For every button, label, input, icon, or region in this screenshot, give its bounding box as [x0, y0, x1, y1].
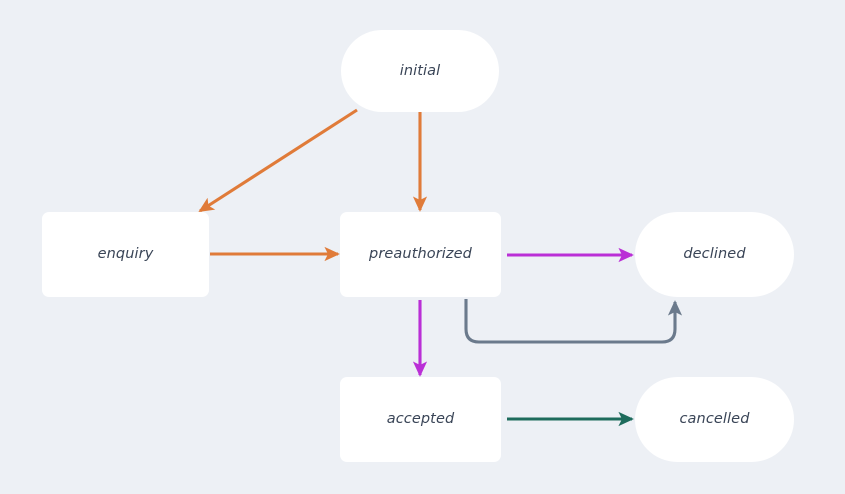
node-accepted[interactable]: accepted [340, 377, 501, 462]
node-initial-label: initial [399, 62, 441, 79]
node-cancelled[interactable]: cancelled [635, 377, 794, 462]
edge-initial-to-enquiry [198, 108, 358, 213]
node-declined[interactable]: declined [635, 212, 794, 297]
node-initial[interactable]: initial [341, 30, 499, 112]
node-cancelled-label: cancelled [679, 411, 750, 428]
node-preauthorized-label: preauthorized [369, 246, 472, 263]
node-accepted-label: accepted [386, 411, 455, 428]
edge-preauthorized-to-declined-loop [464, 299, 683, 344]
node-enquiry-label: enquiry [97, 246, 154, 263]
node-enquiry[interactable]: enquiry [42, 212, 209, 297]
node-preauthorized[interactable]: preauthorized [340, 212, 501, 297]
node-declined-label: declined [683, 246, 746, 263]
